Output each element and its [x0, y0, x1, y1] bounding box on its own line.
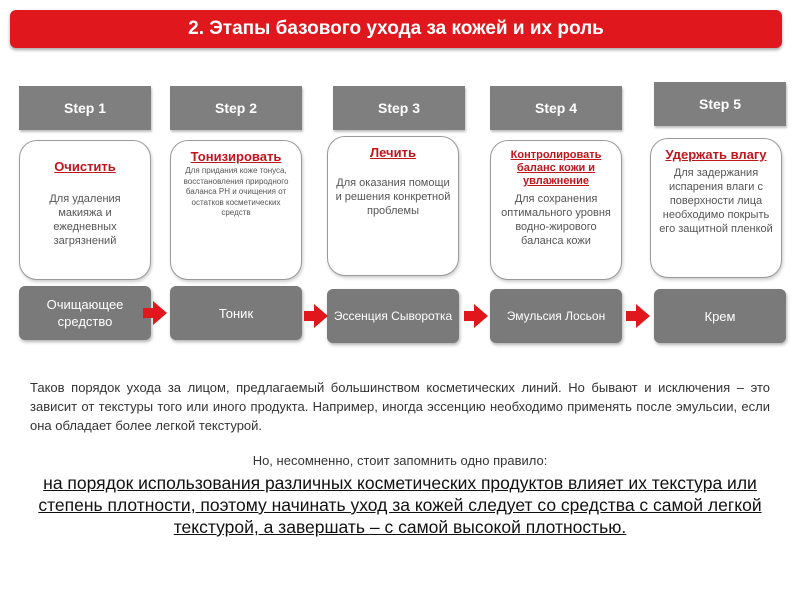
step-3-header: Step 3	[333, 86, 465, 130]
step-2-description: Для придания коже тонуса, восстановления…	[183, 166, 289, 217]
rule-lead: Но, несомненно, стоит запомнить одно пра…	[252, 453, 548, 468]
step-1-card: Очистить Для удаления макияжа и ежедневн…	[19, 140, 151, 280]
step-2-card: Тонизировать Для придания коже тонуса, в…	[170, 140, 302, 280]
step-3-title: Лечить	[370, 145, 416, 160]
step-5-header: Step 5	[654, 82, 786, 126]
step-4-product: Эмульсия Лосьон	[490, 289, 622, 343]
step-3-product: Эссенция Сыворотка	[327, 289, 459, 343]
step-4-description: Для сохранения оптимального уровня водно…	[501, 193, 611, 247]
step-4-card: Контролировать баланс кожи и увлажнение …	[490, 140, 622, 280]
step-1-product: Очищающее средство	[19, 286, 151, 340]
arrow-right-icon	[304, 304, 328, 328]
step-1-description: Для удаления макияжа и ежедневных загряз…	[49, 193, 121, 247]
step-2-product: Тоник	[170, 286, 302, 340]
arrow-right-icon	[626, 304, 650, 328]
step-5-title: Удержать влагу	[665, 147, 767, 162]
step-5-description: Для задержания испарения влаги с поверхн…	[659, 167, 773, 235]
step-3-description: Для оказания помощи и решения конкретной…	[335, 177, 451, 217]
page-title: 2. Этапы базового ухода за кожей и их ро…	[10, 10, 782, 48]
rule-text: на порядок использования различных косме…	[38, 473, 762, 537]
step-2-header: Step 2	[170, 86, 302, 130]
step-4-title: Контролировать баланс кожи и увлажнение	[510, 149, 602, 187]
step-2-title: Тонизировать	[190, 149, 282, 164]
arrow-right-icon	[464, 304, 488, 328]
step-1-header: Step 1	[19, 86, 151, 130]
step-1-title: Очистить	[54, 159, 116, 174]
arrow-right-icon	[143, 301, 167, 325]
step-4-header: Step 4	[490, 86, 622, 130]
step-5-card: Удержать влагу Для задержания испарения …	[650, 138, 782, 278]
step-3-card: Лечить Для оказания помощи и решения кон…	[327, 136, 459, 276]
step-5-product: Крем	[654, 289, 786, 343]
explanation-paragraph: Таков порядок ухода за лицом, предлагаем…	[30, 380, 770, 433]
